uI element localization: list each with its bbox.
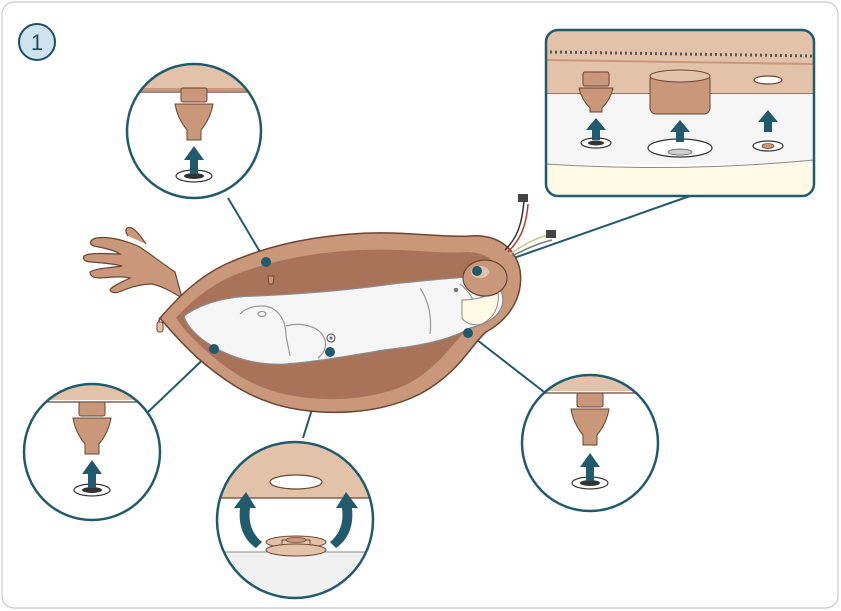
- callout-circle-top-left: [127, 64, 261, 198]
- socket-hole-icon: [270, 475, 322, 489]
- skin-peg-icon: [268, 276, 274, 284]
- callout-circle-left: [24, 384, 160, 520]
- callout-box-shoulder: [546, 30, 814, 196]
- skin-peg-icon: [753, 141, 783, 151]
- step-number: 1: [31, 30, 43, 55]
- callout-circle-right: [522, 375, 658, 511]
- skin-peg-icon: [650, 70, 710, 114]
- socket-hole-icon: [754, 76, 782, 84]
- skin-peg-icon: [266, 536, 326, 556]
- shoulder-cap: [463, 260, 507, 296]
- step-badge: 1: [19, 24, 55, 60]
